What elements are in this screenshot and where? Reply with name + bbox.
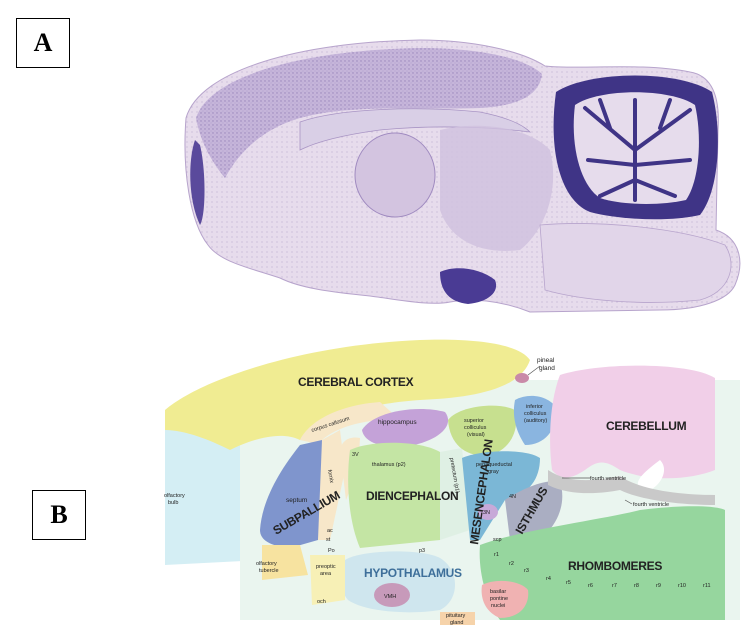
label-four-n: 4N xyxy=(509,494,516,500)
label-preoptic-2: area xyxy=(320,571,332,577)
corpus-callosum-band xyxy=(300,402,400,444)
label-vmh: VMH xyxy=(384,594,396,600)
label-olfactory-bulb-2: bulb xyxy=(168,500,178,506)
label-periaqueductal-1: periaqueductal xyxy=(476,462,512,468)
label-preoptic-1: preoptic xyxy=(316,564,336,570)
label-superior-colliculus-2: colliculus xyxy=(464,425,487,431)
label-basilar-3: nuclei xyxy=(491,603,505,609)
label-r2: r2 xyxy=(509,561,514,567)
label-pituitary-2: gland xyxy=(450,620,463,626)
label-rhombomeres: RHOMBOMERES xyxy=(568,559,662,573)
fourth-ventricle-notch xyxy=(637,460,665,492)
superior-colliculus-region xyxy=(448,405,517,456)
histology-section xyxy=(184,39,741,313)
fornix-band xyxy=(318,430,345,540)
olfactory-bulb-region xyxy=(165,430,262,565)
label-st: st xyxy=(326,537,331,543)
hypothalamus-region xyxy=(340,551,455,613)
ventral-dark-region xyxy=(440,268,497,304)
vmh-nucleus xyxy=(374,583,410,607)
fourth-ventricle-band xyxy=(548,470,715,505)
label-r7: r7 xyxy=(612,583,617,589)
label-superior-colliculus-3: (visual) xyxy=(467,432,485,438)
label-r3: r3 xyxy=(524,568,529,574)
label-basilar-1: basilar xyxy=(490,589,506,595)
cerebral-cortex-region xyxy=(165,339,530,450)
inferior-colliculus-region xyxy=(513,395,558,445)
preoptic-area-region xyxy=(310,555,345,605)
pituitary-gland-region xyxy=(440,612,475,625)
label-three-n: 3N xyxy=(483,510,490,516)
label-olfactory-tubercle-1: olfactory xyxy=(256,561,277,567)
cerebellum-section xyxy=(553,75,718,220)
label-ac: ac xyxy=(327,528,333,534)
label-olfactory-bulb-1: olfactory xyxy=(164,493,185,499)
label-fourth-ventricle-1: fourth ventricle xyxy=(590,476,626,482)
label-r8: r8 xyxy=(634,583,639,589)
label-po: Po xyxy=(328,548,335,554)
cortex-band xyxy=(196,48,542,178)
label-p3: p3 xyxy=(419,548,425,554)
label-diencephalon: DIENCEPHALON xyxy=(366,489,458,503)
olfactory-tubercle-region xyxy=(262,545,308,580)
label-hypothalamus: HYPOTHALAMUS xyxy=(364,566,462,580)
label-pituitary-1: pituitary xyxy=(446,613,466,619)
label-fourth-ventricle-2: fourth ventricle xyxy=(633,502,669,508)
label-third-ventricle: 3V xyxy=(352,452,359,458)
label-och: och xyxy=(317,599,326,605)
label-inferior-colliculus-2: colliculus xyxy=(524,411,547,417)
diencephalon-region xyxy=(348,442,446,548)
label-thalamus: thalamus (p2) xyxy=(372,462,406,468)
panel-label-a: A xyxy=(16,18,70,68)
hippocampal-band xyxy=(299,108,532,151)
label-pineal-1: pineal xyxy=(537,357,555,364)
label-r4: r4 xyxy=(546,576,551,582)
label-r6: r6 xyxy=(588,583,593,589)
panel-label-b: B xyxy=(32,490,86,540)
pointer-lines xyxy=(527,365,633,505)
basilar-pontine-region xyxy=(481,580,529,618)
label-scp: scp xyxy=(493,537,502,543)
label-inferior-colliculus-1: inferior xyxy=(526,404,543,410)
pineal-gland xyxy=(515,373,529,383)
cerebellum-region xyxy=(550,365,715,479)
pretectum-region xyxy=(440,448,470,540)
label-olfactory-tubercle-2: tubercle xyxy=(259,568,279,574)
label-cerebral-cortex: CEREBRAL CORTEX xyxy=(298,375,414,389)
label-r1: r1 xyxy=(494,552,499,558)
label-cerebellum: CEREBELLUM xyxy=(606,419,687,433)
label-r10: r10 xyxy=(678,583,686,589)
schematic-diagram: CEREBRAL CORTEX CEREBELLUM DIENCEPHALON … xyxy=(164,339,740,626)
olfactory-bulb-edge xyxy=(190,140,205,225)
isthmus-region xyxy=(505,481,563,540)
thalamus-blob xyxy=(354,132,436,218)
label-r11: r11 xyxy=(703,583,711,589)
midbrain-area xyxy=(440,125,554,251)
three-n-nucleus xyxy=(478,504,498,520)
label-pineal-2: gland xyxy=(539,365,555,372)
label-superior-colliculus-1: superior xyxy=(464,418,484,424)
hippocampus-region xyxy=(362,409,449,447)
rhombomeres-region xyxy=(479,506,725,620)
label-basilar-2: pontine xyxy=(490,596,508,602)
label-fornix: fornix xyxy=(326,469,334,484)
label-periaqueductal-2: gray xyxy=(488,469,499,475)
subpallium-region xyxy=(260,440,330,548)
label-septum: septum xyxy=(286,497,307,504)
brainstem xyxy=(539,223,732,303)
label-inferior-colliculus-3: (auditory) xyxy=(524,418,547,424)
label-r5: r5 xyxy=(566,580,571,586)
label-hippocampus: hippocampus xyxy=(378,419,417,426)
label-r9: r9 xyxy=(656,583,661,589)
